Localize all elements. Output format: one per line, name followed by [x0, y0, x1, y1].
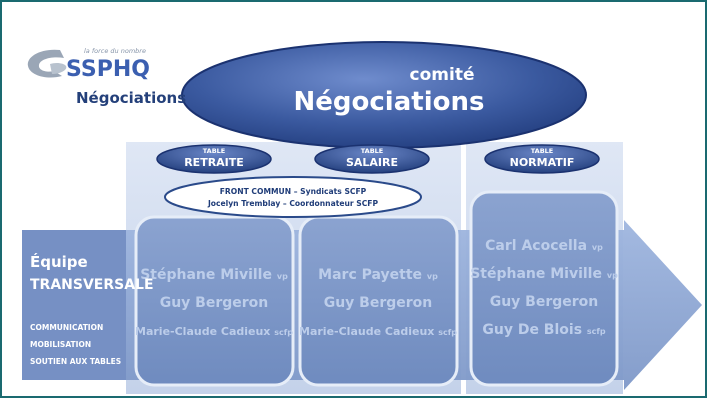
member-name: Stéphane Miville vp: [470, 266, 618, 282]
member-name: Guy Bergeron: [490, 294, 599, 310]
member-box-retraite: [134, 215, 295, 387]
equipe-title: Équipe: [30, 252, 88, 271]
table-kicker: TABLE: [361, 147, 384, 155]
arrow-label-band: [22, 230, 126, 380]
member-name: Marc Payette vp: [318, 267, 438, 283]
table-pill-salaire: TABLE SALAIRE: [314, 144, 430, 174]
member-list-salaire: Marc Payette vp Guy Bergeron Marie-Claud…: [299, 267, 457, 338]
member-list-normatif: Carl Acocella vp Stéphane Miville vp Guy…: [470, 238, 618, 338]
table-pill-normatif: TABLE NORMATIF: [484, 144, 600, 174]
logo-name: SSPHQ: [66, 57, 150, 82]
ssphq-logo: la force du nombre SSPHQ Négociations: [27, 47, 186, 107]
comite-large-label: Négociations: [294, 87, 485, 117]
member-box-salaire: [298, 215, 459, 387]
logo-subtitle: Négociations: [76, 89, 186, 107]
member-name: Marie-Claude Cadieux scfp: [299, 325, 457, 338]
member-name: Stéphane Miville vp: [140, 267, 288, 283]
table-name: NORMATIF: [510, 156, 575, 169]
member-name: Guy De Blois scfp: [482, 322, 606, 338]
front-commun-oval: [164, 176, 422, 218]
member-name: Marie-Claude Cadieux scfp: [135, 325, 293, 338]
member-name: Guy Bergeron: [324, 295, 433, 311]
logo-tagline: la force du nombre: [84, 47, 146, 55]
front-commun-line1: FRONT COMMUN – Syndicats SCFP: [220, 187, 367, 196]
comite-small-label: comité: [410, 65, 475, 85]
table-kicker: TABLE: [531, 147, 554, 155]
table-name: RETRAITE: [184, 156, 244, 169]
equipe-item: MOBILISATION: [30, 340, 91, 349]
member-name: Guy Bergeron: [160, 295, 269, 311]
front-commun-line2: Jocelyn Tremblay – Coordonnateur SCFP: [207, 199, 379, 208]
equipe-item: SOUTIEN AUX TABLES: [30, 357, 121, 366]
table-kicker: TABLE: [203, 147, 226, 155]
table-pill-retraite: TABLE RETRAITE: [156, 144, 272, 174]
member-name: Carl Acocella vp: [485, 238, 603, 254]
logo-swoosh-icon: [50, 62, 67, 74]
logo-swoosh-icon: [27, 49, 64, 78]
equipe-subtitle: TRANSVERSALE: [30, 277, 154, 293]
table-name: SALAIRE: [346, 156, 398, 169]
member-list-retraite: Stéphane Miville vp Guy Bergeron Marie-C…: [135, 267, 293, 338]
member-box-normatif: [469, 190, 619, 387]
equipe-item: COMMUNICATION: [30, 323, 103, 332]
